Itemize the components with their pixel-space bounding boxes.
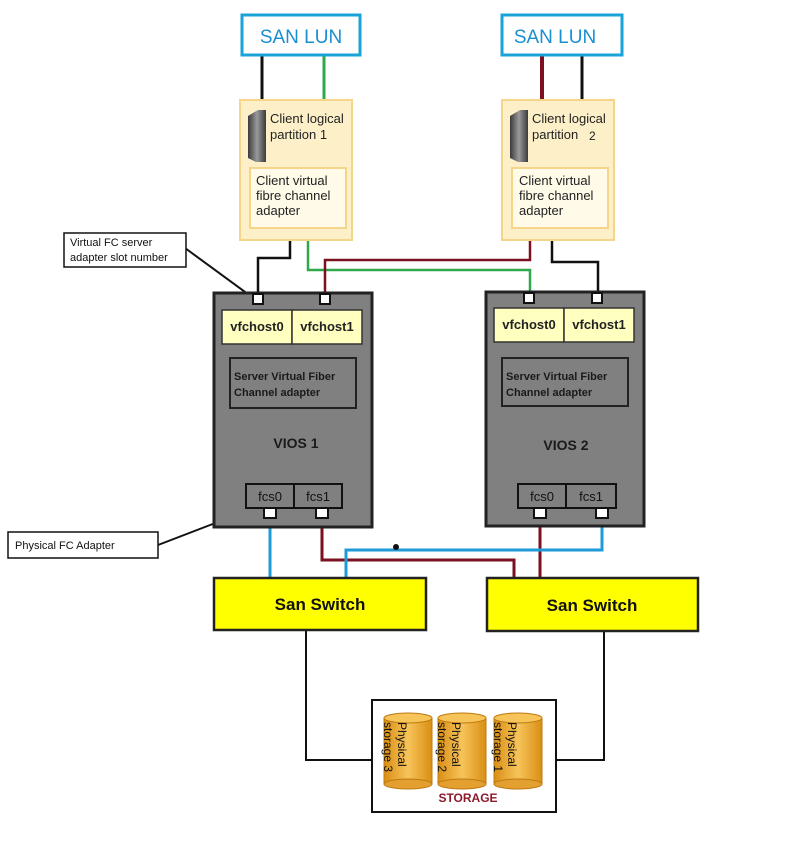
- san-switch-1-label: San Switch: [275, 595, 366, 614]
- client-2-title-line2: partition: [532, 127, 578, 142]
- vios-1-fcs0: fcs0: [258, 489, 282, 504]
- client-2-adapter-line2: fibre channel: [519, 188, 594, 203]
- fcs-port-1: [595, 507, 609, 519]
- san-lun-2: SAN LUN: [500, 13, 624, 57]
- client-1-adapter-line1: Client virtual: [256, 173, 328, 188]
- client-1-adapter-line2: fibre channel: [256, 188, 331, 203]
- client-1-title-line1: Client logical: [270, 111, 344, 126]
- vios-2-fcs0: fcs0: [530, 489, 554, 504]
- wire-junction-dot: [393, 544, 399, 550]
- server-adapter-box: [501, 357, 629, 407]
- fcs-port-0: [533, 507, 547, 519]
- storage-label: STORAGE: [438, 791, 497, 805]
- fcs-port-0: [263, 507, 277, 519]
- vios-1: vfchost0 vfchost1 Server Virtual Fiber C…: [212, 291, 374, 529]
- fcs-port-1: [315, 507, 329, 519]
- vios-2-adapter-line1: Server Virtual Fiber: [506, 371, 608, 383]
- callout-slot-number: Virtual FC server adapter slot number: [63, 232, 187, 268]
- client-partition-2: Client logical partition 2 Client virtua…: [501, 99, 615, 241]
- callout-slot-line1: Virtual FC server: [70, 237, 153, 249]
- server-tower-icon: [248, 110, 266, 162]
- slot-port-0: [523, 292, 535, 304]
- client-1-adapter-line3: adapter: [256, 203, 301, 218]
- disk-2-line2: storage 2: [435, 722, 449, 772]
- vios-2-name: VIOS 2: [543, 437, 588, 453]
- slot-port-0: [252, 293, 264, 305]
- wire-sw2-storage: [546, 632, 605, 761]
- wire-sw1-storage: [305, 630, 380, 761]
- vios-1-name: VIOS 1: [273, 435, 318, 451]
- san-lun-1-label: SAN LUN: [260, 27, 342, 48]
- vios-1-vfchost1: vfchost1: [300, 319, 353, 334]
- client-2-adapter-line1: Client virtual: [519, 173, 591, 188]
- vios-2: vfchost0 vfchost1 Server Virtual Fiber C…: [484, 290, 646, 528]
- wire-v1-fcs1-maroon: [320, 514, 516, 578]
- wire-c2-vfchost1: [550, 240, 600, 295]
- server-tower-icon: [510, 110, 528, 162]
- vios-2-fcs1: fcs1: [579, 489, 603, 504]
- server-adapter-box: [229, 357, 357, 409]
- vios-1-fcs1: fcs1: [306, 489, 330, 504]
- vios-2-vfchost0: vfchost0: [502, 317, 555, 332]
- slot-port-1: [319, 293, 331, 305]
- callout-physical-fc: Physical FC Adapter: [7, 531, 159, 559]
- fcs1-cell: [565, 483, 617, 509]
- san-lun-2-label: SAN LUN: [514, 27, 596, 48]
- physical-storage-2-disk: Physical storage 2: [435, 712, 487, 790]
- san-switch-2-label: San Switch: [547, 596, 638, 615]
- wire-v2-fcs1-blue: [344, 514, 604, 578]
- physical-storage-1-disk: Physical storage 1: [491, 712, 543, 790]
- san-switch-2: San Switch: [485, 576, 700, 633]
- slot-port-1: [591, 292, 603, 304]
- disk-1-line1: Physical: [505, 722, 519, 767]
- disk-1-line2: storage 1: [491, 722, 505, 772]
- callout-slot-line2: adapter slot number: [70, 252, 168, 264]
- disk-2-line1: Physical: [449, 722, 463, 767]
- callout-line-slot: [184, 247, 257, 301]
- vios-1-adapter-line2: Channel adapter: [234, 387, 321, 399]
- physical-storage-3-disk: Physical storage 3: [381, 712, 433, 790]
- client-2-adapter-line3: adapter: [519, 203, 564, 218]
- vios-1-vfchost0: vfchost0: [230, 319, 283, 334]
- disk-3-line2: storage 3: [381, 722, 395, 772]
- san-switch-1: San Switch: [212, 576, 428, 632]
- client-partition-1: Client logical partition 1 Client virtua…: [239, 99, 353, 241]
- san-lun-1: SAN LUN: [240, 13, 362, 57]
- client-1-title-line2: partition 1: [270, 127, 327, 142]
- vfchost1-cell: [563, 307, 635, 343]
- vios-2-adapter-line2: Channel adapter: [506, 387, 593, 399]
- vios-2-vfchost1: vfchost1: [572, 317, 625, 332]
- vios-1-adapter-line1: Server Virtual Fiber: [234, 371, 336, 383]
- vfchost1-cell: [291, 309, 363, 345]
- storage: Physical storage 3 Physical storage 2 Ph…: [371, 699, 557, 813]
- callout-physical-fc-label: Physical FC Adapter: [15, 540, 115, 552]
- wire-c1-vios2-green: [306, 224, 532, 295]
- client-2-title-line1: Client logical: [532, 111, 606, 126]
- wire-c2-vios1-maroon: [323, 226, 532, 295]
- vfchost0-cell: [221, 309, 293, 345]
- client-2-title-suffix: 2: [589, 129, 596, 143]
- wire-c1-vfchost0: [256, 240, 292, 295]
- disk-3-line1: Physical: [395, 722, 409, 767]
